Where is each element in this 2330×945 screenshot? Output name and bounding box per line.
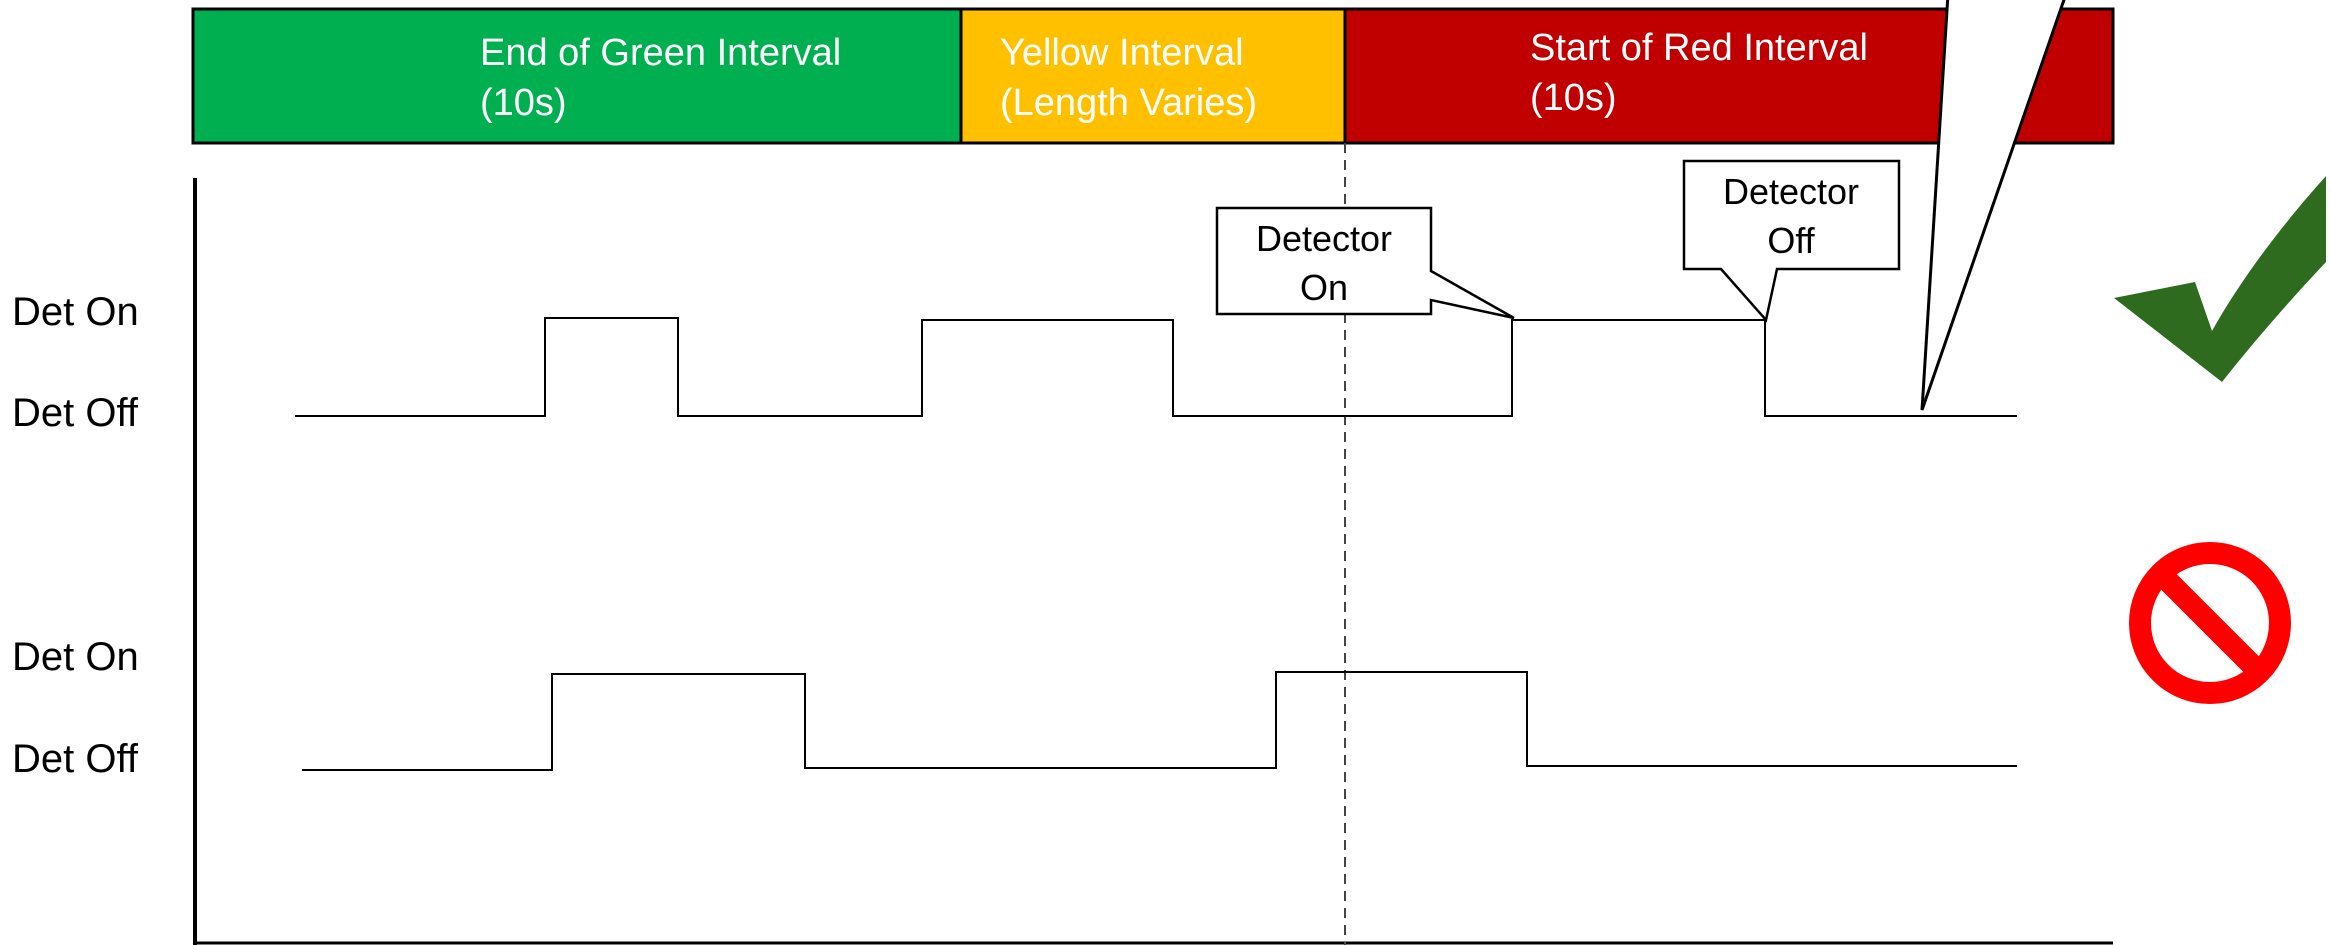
detector-on-callout-line2: On [1300,267,1348,308]
phase-green-label-line1: End of Green Interval [480,32,841,74]
detector-on-callout: Detector On [1215,206,1515,320]
row2-detector-trace [302,671,2017,771]
phase-yellow-label-line1: Yellow Interval [1000,32,1244,74]
detector-off-callout-line1: Detector [1723,171,1859,212]
row2-off-label: Det Off [12,737,139,781]
detector-on-callout-line1: Detector [1256,218,1392,259]
checkmark-icon [2114,176,2326,382]
detector-off-callout: Detector Off [1682,159,1901,323]
phase-red-label-line1: Start of Red Interval [1530,27,1868,69]
phase-yellow-label-line2: (Length Varies) [1000,82,1257,124]
row1-on-label: Det On [12,290,139,334]
row2-on-label: Det On [12,635,139,679]
phase-green [191,7,963,145]
detector-off-callout-line2: Off [1767,220,1815,261]
phase-yellow [959,7,1347,145]
prohibited-icon [2129,542,2291,704]
row1-detector-trace [295,317,2017,417]
phase-red-label-line2: (10s) [1530,77,1617,119]
row1-off-label: Det Off [12,391,139,435]
external-callout-pointer [1920,0,2066,411]
phase-green-label-line2: (10s) [480,82,567,124]
detector-off-callout-shape [1682,159,1901,323]
phase-bar: End of Green Interval (10s) Yellow Inter… [191,7,2115,145]
detector-on-callout-shape [1215,206,1515,320]
